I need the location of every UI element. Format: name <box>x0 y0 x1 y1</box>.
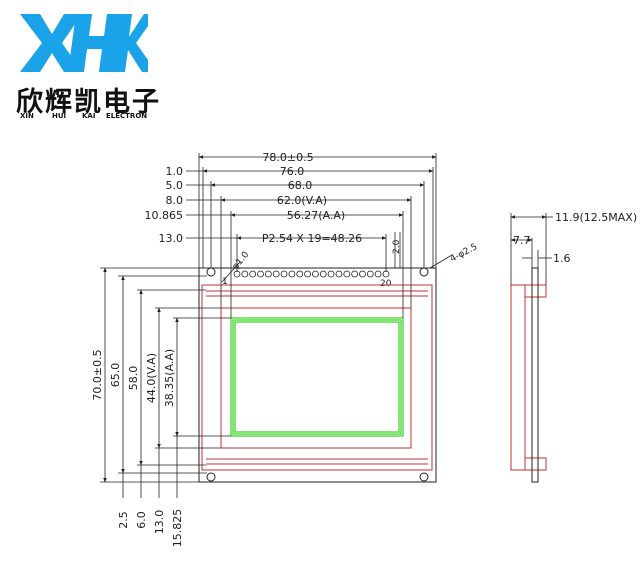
mount-hole-br <box>419 472 429 482</box>
dim-thickness: 11.9(12.5MAX) <box>555 211 637 224</box>
mount-holes <box>206 267 429 482</box>
pin-hole <box>241 270 249 278</box>
dim-left-10865: 10.865 <box>145 209 184 222</box>
mount-hole-bl <box>206 472 216 482</box>
dim-overall-height: 70.0±0.5 <box>91 349 104 400</box>
pin-hole <box>312 270 319 278</box>
pin-hole <box>288 270 296 278</box>
dim-left-1: 1.0 <box>166 165 184 178</box>
dim-pin-small: 2.0 <box>392 239 402 254</box>
top-dimensions <box>186 153 453 318</box>
dim-view-area-width: 62.0(V.A) <box>277 194 327 207</box>
dim-bottom-25: 2.5 <box>117 511 130 529</box>
pcb-outline <box>198 267 437 483</box>
brand-name-kai: KAI <box>82 112 96 120</box>
side-dimension-labels: 11.9(12.5MAX) 7.7 1.6 <box>513 211 637 265</box>
dim-left-13: 13.0 <box>159 232 184 245</box>
dim-mount-hole: 4-φ2.5 <box>449 242 480 265</box>
pin-hole <box>343 270 351 278</box>
pin-hole <box>257 270 264 278</box>
dim-pin-hole: φ1.0 <box>231 250 252 272</box>
brand-name-hui: HUI <box>52 112 67 120</box>
active-area <box>230 317 404 437</box>
pin-hole <box>272 270 280 278</box>
left-dimensions <box>100 267 231 498</box>
pin-hole <box>304 270 311 278</box>
dim-bottom-15825: 15.825 <box>171 509 184 548</box>
dim-active-area-width: 56.27(A.A) <box>287 209 345 222</box>
dim-pin-pitch: P2.54 X 19=48.26 <box>262 232 362 245</box>
logo-letters <box>20 14 148 72</box>
pin-hole <box>359 270 366 278</box>
dim-bezel-depth: 7.7 <box>513 234 531 247</box>
pin-hole <box>319 270 327 278</box>
pin-hole <box>351 270 359 278</box>
brand-name-xin: XIN <box>20 112 34 120</box>
left-dimension-labels: 70.0±0.5 65.0 58.0 44.0(V.A) 38.35(A.A) … <box>91 349 184 547</box>
dim-hole-height: 65.0 <box>109 363 122 388</box>
dim-pcb-width: 76.0 <box>280 165 305 178</box>
dim-view-area-height: 44.0(V.A) <box>145 353 158 403</box>
mount-hole-tr <box>419 267 429 277</box>
pin-row <box>233 270 390 278</box>
pin-hole <box>296 270 304 278</box>
pin-hole <box>264 270 272 278</box>
dim-bezel-height: 58.0 <box>127 366 140 391</box>
pin-hole <box>335 270 343 278</box>
pin-1-label: 1 <box>222 277 228 287</box>
pin-hole <box>374 270 382 278</box>
side-dimensions <box>510 213 553 285</box>
pin-hole <box>280 270 288 278</box>
xhk-logo-icon <box>20 14 148 72</box>
dim-left-5: 5.0 <box>166 179 184 192</box>
pin-hole <box>249 270 257 278</box>
dim-pcb-thickness: 1.6 <box>553 252 571 265</box>
brand-name-electron: ELECTRON <box>106 112 148 120</box>
top-dimension-labels: 78.0±0.5 76.0 68.0 62.0(V.A) 56.27(A.A) … <box>145 151 480 272</box>
dim-bottom-13: 13.0 <box>153 510 166 535</box>
dim-bottom-6: 6.0 <box>135 511 148 529</box>
dim-left-8: 8.0 <box>166 194 184 207</box>
dim-overall-width: 78.0±0.5 <box>262 151 313 164</box>
pin-hole <box>327 270 335 278</box>
dim-hole-pitch: 68.0 <box>288 179 313 192</box>
pin-20-label: 20 <box>380 279 392 289</box>
side-view <box>510 267 547 483</box>
mount-hole-tl <box>206 267 216 277</box>
pin-hole <box>366 270 374 278</box>
dim-active-area-height: 38.35(A.A) <box>163 349 176 407</box>
brand-name-chinese: 欣辉凯电子 <box>16 87 161 118</box>
bezel-outline <box>201 284 433 471</box>
